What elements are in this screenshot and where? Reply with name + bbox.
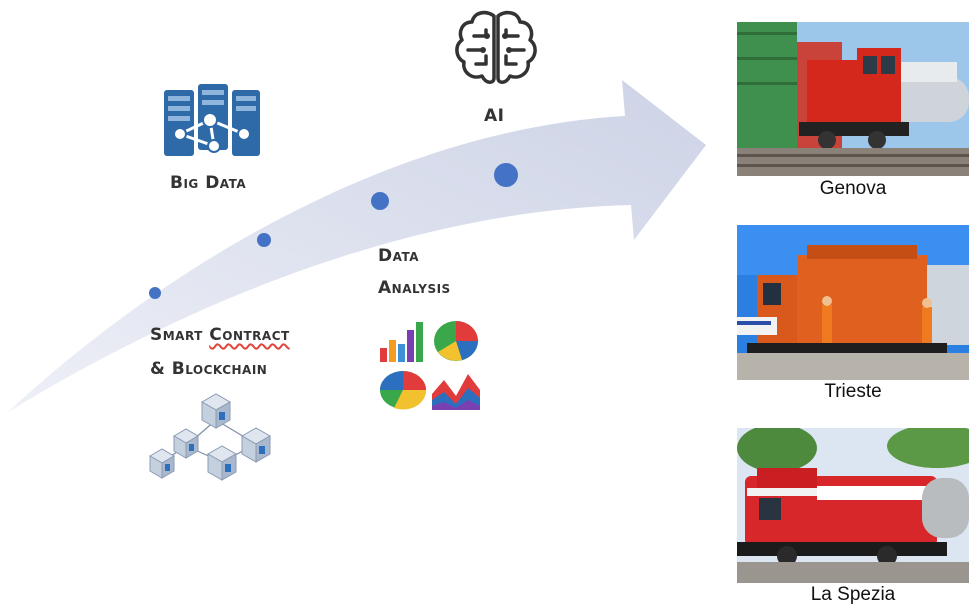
caption-genova: Genova: [819, 178, 887, 199]
timeline-dot-2: [257, 233, 271, 247]
brain-icon: [455, 10, 537, 84]
cube-1: [200, 393, 232, 429]
smart-contract-label-line1: Smart Contract: [150, 322, 290, 349]
timeline-dot-4: [494, 163, 518, 187]
timeline-dot-1: [149, 287, 161, 299]
cube-4: [206, 445, 238, 481]
ai-label: AI: [484, 106, 505, 126]
bar-chart-icon: [380, 322, 423, 362]
server-network-icon: [164, 84, 260, 156]
cube-2: [173, 428, 199, 459]
data-analysis-label-line1: Data: [378, 246, 420, 266]
pie-chart-icon: [434, 321, 478, 361]
locomotive-photo-3: [737, 428, 969, 583]
data-analysis-label-line2: Analysis: [378, 278, 451, 298]
cube-5: [240, 427, 272, 463]
smart-label-text: Smart: [150, 325, 210, 345]
blockchain-cubes-icon: [149, 393, 272, 481]
photo-trieste: [737, 225, 969, 380]
caption-trieste: Trieste: [824, 381, 882, 402]
pie-chart-icon-2: [380, 371, 427, 410]
photo-genova: [737, 22, 969, 176]
big-data-label: Big Data: [170, 173, 247, 193]
smart-contract-label-line2: & Blockchain: [150, 359, 268, 379]
area-chart-icon: [432, 374, 480, 410]
locomotive-photo-1: [737, 22, 969, 176]
cube-3: [149, 448, 175, 479]
timeline-dot-3: [371, 192, 389, 210]
locomotive-photo-2: [737, 225, 969, 380]
contract-label-text: Contract: [209, 325, 290, 345]
photo-la-spezia: [737, 428, 969, 583]
caption-la-spezia: La Spezia: [810, 584, 896, 605]
arrow-shape: [8, 80, 706, 412]
